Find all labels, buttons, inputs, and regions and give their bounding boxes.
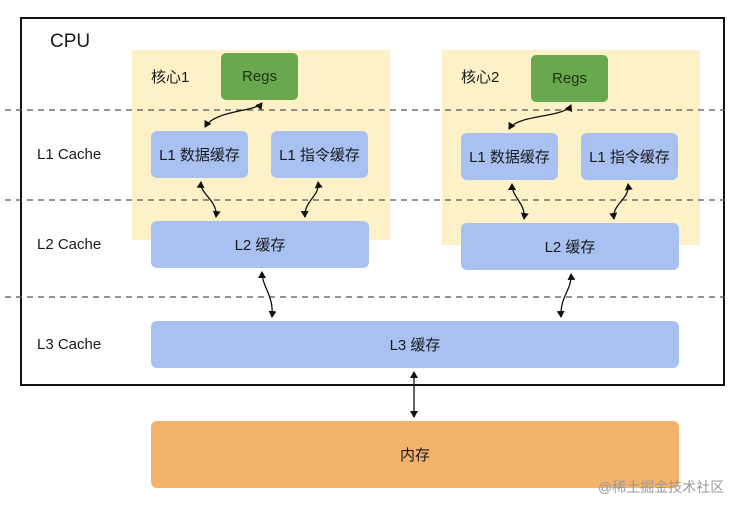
core2-l1-data-cache: L1 数据缓存 bbox=[461, 133, 558, 180]
l1-cache-label: L1 Cache bbox=[37, 146, 102, 163]
cpu-box bbox=[20, 17, 725, 386]
connector-arrow bbox=[609, 183, 633, 220]
core2-l1-instruction-cache: L1 指令缓存 bbox=[581, 133, 678, 180]
core1-l1-instruction-cache: L1 指令缓存 bbox=[271, 131, 368, 178]
core2-regs: Regs bbox=[531, 55, 608, 102]
core1-l1-data-cache: L1 数据缓存 bbox=[151, 131, 248, 178]
connector-arrow bbox=[556, 273, 576, 318]
connector-arrow bbox=[204, 102, 263, 128]
l3-cache-label: L3 Cache bbox=[37, 336, 102, 353]
cpu-label: CPU bbox=[50, 31, 91, 52]
connector-arrow bbox=[258, 271, 277, 318]
l2-cache-label: L2 Cache bbox=[37, 236, 102, 253]
watermark: @稀土掘金技术社区 bbox=[598, 479, 725, 495]
main-memory: 内存 bbox=[151, 421, 679, 488]
connector-arrow bbox=[300, 181, 323, 218]
core2-label: 核心2 bbox=[461, 69, 500, 86]
core1-regs: Regs bbox=[221, 53, 298, 100]
l3-cache: L3 缓存 bbox=[151, 321, 679, 368]
connector-arrow bbox=[508, 183, 529, 220]
core1-label: 核心1 bbox=[151, 69, 190, 86]
core2-l2-cache: L2 缓存 bbox=[461, 223, 679, 270]
core1-l2-cache: L2 缓存 bbox=[151, 221, 369, 268]
connector-arrow bbox=[196, 181, 221, 218]
connector-arrow bbox=[508, 104, 573, 130]
